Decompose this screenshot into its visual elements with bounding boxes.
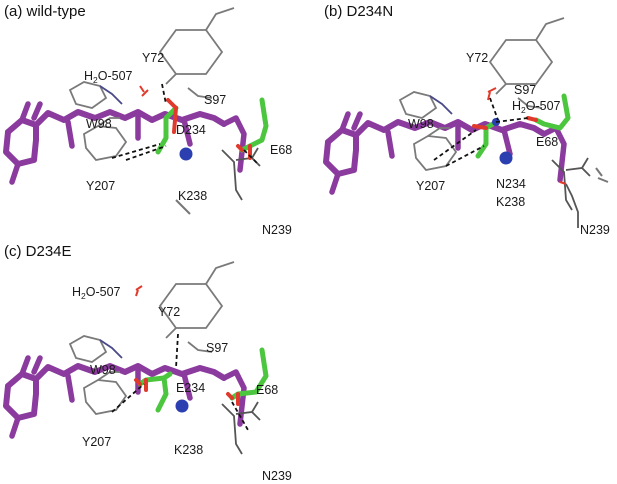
- oxygen-bond: [472, 124, 488, 130]
- hbond: [125, 145, 167, 161]
- label-y207: Y207: [86, 179, 115, 193]
- glu68-sidechain: [533, 93, 571, 131]
- backbone-bond: [175, 199, 191, 215]
- label-e68: E68: [270, 143, 292, 157]
- panel-c-title: (c) D234E: [4, 243, 72, 260]
- schiff-base-nitrogen: [499, 151, 513, 165]
- label-s97: S97: [514, 83, 536, 97]
- asp234-sidechain: [155, 105, 179, 155]
- oxygen-bond: [134, 378, 148, 392]
- label-w98: W98: [86, 117, 112, 131]
- hbond: [489, 97, 499, 121]
- panel-a-molecules: [6, 7, 269, 215]
- glu234-sidechain: [155, 371, 173, 413]
- panel-b-molecules: [326, 17, 609, 228]
- asn239-backbone: [565, 183, 579, 228]
- label-n239: N239: [262, 469, 292, 483]
- label-water: H2O-507: [512, 99, 561, 115]
- oxygen-bond: [559, 181, 567, 185]
- label-n239: N239: [580, 223, 610, 237]
- label-water: H2O-507: [84, 69, 133, 85]
- label-w98: W98: [408, 117, 434, 131]
- schiff-base-nitrogen: [175, 399, 189, 413]
- label-d234: D234: [176, 123, 206, 137]
- panel-b-title: (b) D234N: [324, 3, 393, 20]
- label-e68: E68: [256, 383, 278, 397]
- hbond: [433, 129, 477, 161]
- panel-c: (c) D234E H2O-507 Y72 S97 W98 E234 E68 Y…: [4, 243, 292, 483]
- label-y72: Y72: [466, 51, 488, 65]
- gray-residues: [69, 7, 261, 201]
- panel-c-molecules: [6, 261, 269, 455]
- label-s97: S97: [206, 341, 228, 355]
- oxygen-bond: [226, 392, 240, 406]
- hbond: [161, 83, 167, 105]
- water-molecule: [135, 285, 143, 297]
- panel-a: (a) wild-type Y72 H2O-507 S97 W98 D234 E…: [4, 3, 292, 237]
- label-water: H2O-507: [72, 285, 121, 301]
- label-y207: Y207: [82, 435, 111, 449]
- label-y207: Y207: [416, 179, 445, 193]
- hbond: [231, 401, 249, 431]
- oxygen-bond: [172, 106, 178, 134]
- hbond: [243, 149, 259, 165]
- water-molecule: [139, 85, 149, 97]
- label-y72: Y72: [158, 305, 180, 319]
- label-s97: S97: [204, 93, 226, 107]
- label-k238: K238: [178, 189, 207, 203]
- hbond: [175, 333, 179, 369]
- panel-b: (b) D234N Y72 S97 H2O-507 W98 E68 N234 Y…: [324, 3, 610, 237]
- label-k238: K238: [174, 443, 203, 457]
- hbond: [111, 383, 145, 413]
- schiff-base-nitrogen: [179, 147, 193, 161]
- hbond: [495, 117, 529, 123]
- asn234-sidechain: [475, 119, 499, 159]
- oxygen-bond: [526, 116, 538, 122]
- label-n234: N234: [496, 177, 526, 191]
- label-e68: E68: [536, 135, 558, 149]
- glu234-carboxyl: [137, 375, 167, 387]
- hbond: [111, 143, 161, 159]
- label-w98: W98: [90, 363, 116, 377]
- water-molecule: [595, 167, 609, 183]
- water-molecule: [487, 87, 497, 101]
- glu68-sidechain: [239, 97, 269, 153]
- label-e234: E234: [176, 381, 205, 395]
- panel-a-title: (a) wild-type: [4, 3, 86, 20]
- hbond: [445, 145, 485, 167]
- label-k238: K238: [496, 195, 525, 209]
- label-n239: N239: [262, 223, 292, 237]
- label-y72: Y72: [142, 51, 164, 65]
